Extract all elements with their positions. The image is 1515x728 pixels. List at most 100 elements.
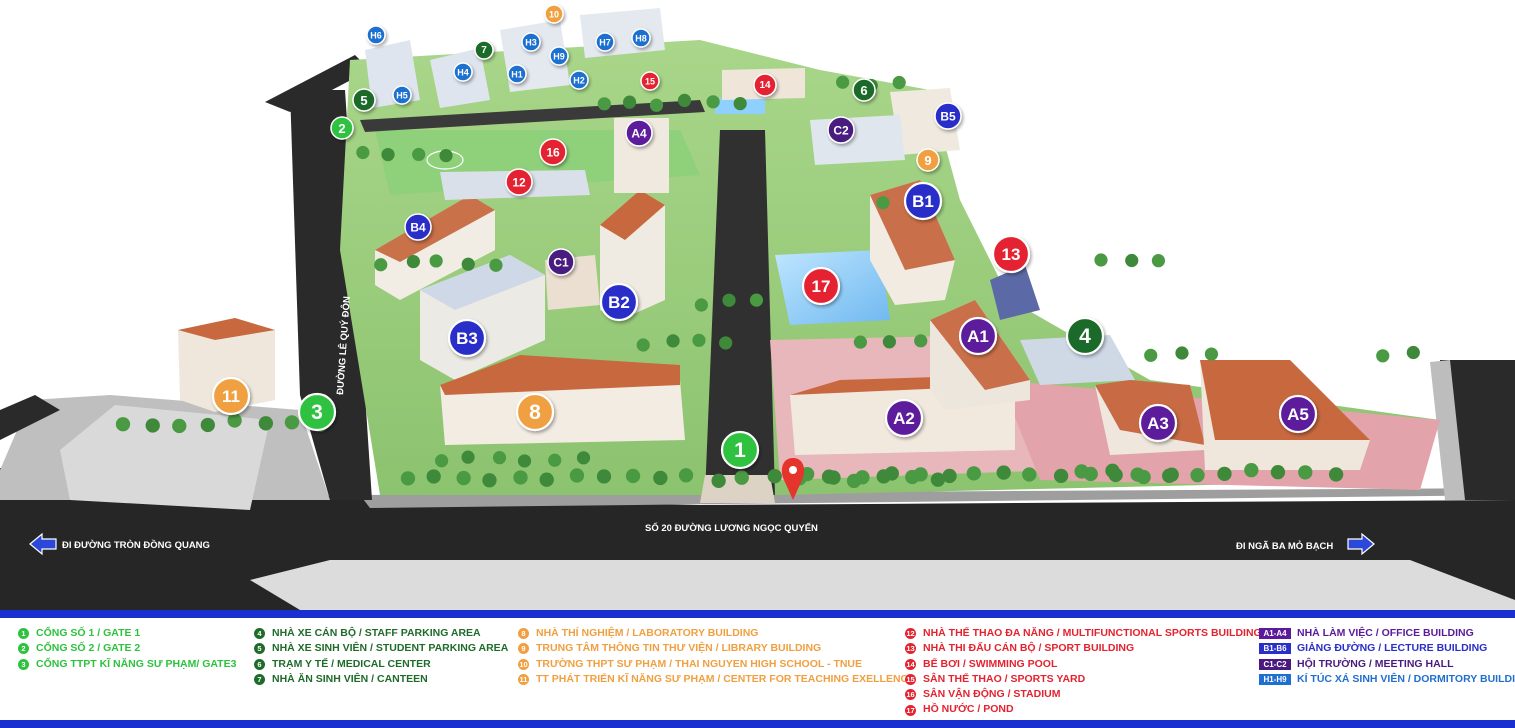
map-marker-3[interactable]: 3 bbox=[297, 392, 337, 432]
legend-text: TRUNG TÂM THÔNG TIN THƯ VIỆN / LIBRARY B… bbox=[536, 642, 822, 655]
tree bbox=[576, 451, 591, 465]
map-marker-a4[interactable]: A4 bbox=[625, 119, 653, 147]
legend-text: KÍ TÚC XÁ SINH VIÊN / DORMITORY BUILDING bbox=[1297, 672, 1515, 685]
legend-tag: A1-A4 bbox=[1259, 628, 1291, 640]
map-marker-5[interactable]: 5 bbox=[352, 88, 376, 112]
tree bbox=[517, 454, 532, 468]
map-marker-b3[interactable]: B3 bbox=[447, 318, 487, 358]
map-marker-13[interactable]: 13 bbox=[991, 234, 1031, 274]
map-marker-9[interactable]: 9 bbox=[916, 148, 940, 172]
marker-circle bbox=[352, 88, 376, 112]
tree bbox=[597, 97, 611, 111]
map-marker-h3[interactable]: H3 bbox=[521, 32, 541, 52]
left-direction: ĐI ĐƯỜNG TRÒN ĐỒNG QUANG bbox=[29, 532, 210, 556]
tree bbox=[569, 468, 585, 483]
map-marker-c1[interactable]: C1 bbox=[547, 248, 575, 276]
sidewalk bbox=[360, 488, 1515, 508]
map-marker-b5[interactable]: B5 bbox=[934, 102, 962, 130]
legend-number-badge: 14 bbox=[905, 658, 916, 670]
marker-circle bbox=[453, 62, 473, 82]
marker-circle bbox=[852, 78, 876, 102]
marker-circle bbox=[507, 64, 527, 84]
map-marker-b4[interactable]: B4 bbox=[404, 213, 432, 241]
map-marker-11[interactable]: 11 bbox=[211, 376, 251, 416]
map-marker-h6[interactable]: H6 bbox=[366, 25, 386, 45]
marker-circle bbox=[827, 116, 855, 144]
map-marker-h2[interactable]: H2 bbox=[569, 70, 589, 90]
map-marker-b2[interactable]: B2 bbox=[599, 282, 639, 322]
marker-circle bbox=[474, 40, 494, 60]
map-marker-h9[interactable]: H9 bbox=[549, 46, 569, 66]
tree bbox=[406, 254, 420, 269]
map-marker-a2[interactable]: A2 bbox=[884, 398, 924, 438]
legend-text: HỒ NƯỚC / POND bbox=[923, 703, 1014, 716]
tree bbox=[1105, 463, 1120, 478]
tree bbox=[439, 148, 453, 163]
marker-circle bbox=[366, 25, 386, 45]
marker-circle bbox=[631, 28, 651, 48]
map-marker-c2[interactable]: C2 bbox=[827, 116, 855, 144]
legend-text: TRƯỜNG THPT SƯ PHẠM / THAI NGUYEN HIGH S… bbox=[536, 657, 863, 670]
map-marker-a1[interactable]: A1 bbox=[958, 316, 998, 356]
map-marker-10[interactable]: 10 bbox=[544, 4, 564, 24]
map-marker-6[interactable]: 6 bbox=[852, 78, 876, 102]
map-marker-a3[interactable]: A3 bbox=[1138, 403, 1178, 443]
map-marker-h1[interactable]: H1 bbox=[507, 64, 527, 84]
map-marker-h8[interactable]: H8 bbox=[631, 28, 651, 48]
map-marker-7[interactable]: 7 bbox=[474, 40, 494, 60]
map-marker-h4[interactable]: H4 bbox=[453, 62, 473, 82]
legend-number-badge: 5 bbox=[254, 643, 265, 655]
map-marker-1[interactable]: 1 bbox=[720, 430, 760, 470]
marker-circle bbox=[549, 46, 569, 66]
tree bbox=[412, 147, 426, 162]
marker-label: 13 bbox=[1002, 245, 1021, 264]
campus-map[interactable]: SỐ 20 ĐƯỜNG LƯƠNG NGỌC QUYẾN ĐƯỜNG LÊ QU… bbox=[0, 0, 1515, 610]
legend-number-badge: 6 bbox=[254, 658, 265, 670]
marker-circle bbox=[1065, 316, 1105, 356]
map-marker-17[interactable]: 17 bbox=[801, 266, 841, 306]
map-marker-h7[interactable]: H7 bbox=[595, 32, 615, 52]
left-parking bbox=[60, 405, 270, 510]
marker-label: H7 bbox=[599, 38, 611, 48]
marker-label: B1 bbox=[912, 192, 934, 211]
tree bbox=[1151, 254, 1166, 268]
map-marker-a5[interactable]: A5 bbox=[1278, 394, 1318, 434]
legend-text: NHÀ THỂ THAO ĐA NĂNG / MULTIFUNCTIONAL S… bbox=[923, 627, 1262, 639]
tree bbox=[1204, 347, 1219, 361]
upper-road bbox=[360, 100, 705, 132]
map-marker-15[interactable]: 15 bbox=[640, 71, 660, 91]
legend-tag: B1-B6 bbox=[1259, 643, 1291, 655]
tree bbox=[623, 95, 637, 109]
marker-circle bbox=[640, 71, 660, 91]
legend-text: CỔNG TTPT KĨ NĂNG SƯ PHẠM/ GATE3 bbox=[36, 657, 237, 670]
map-marker-12[interactable]: 12 bbox=[505, 168, 533, 196]
map-marker-2[interactable]: 2 bbox=[330, 116, 354, 140]
marker-circle bbox=[447, 318, 487, 358]
map-marker-8[interactable]: 8 bbox=[515, 392, 555, 432]
marker-circle bbox=[211, 376, 251, 416]
marker-label: H6 bbox=[370, 31, 382, 41]
map-marker-b1[interactable]: B1 bbox=[903, 181, 943, 221]
tree bbox=[966, 466, 981, 481]
marker-label: 17 bbox=[812, 277, 831, 296]
legend-text: NHÀ XE SINH VIÊN / STUDENT PARKING AREA bbox=[272, 642, 509, 655]
marker-circle bbox=[547, 248, 575, 276]
legend-number-badge: 9 bbox=[518, 643, 529, 655]
campus-map-canvas[interactable]: SỐ 20 ĐƯỜNG LƯƠNG NGỌC QUYẾN ĐƯỜNG LÊ QU… bbox=[0, 0, 1515, 610]
legend-text: NHÀ XE CÁN BỘ / STAFF PARKING AREA bbox=[272, 627, 481, 639]
legend-number-badge: 1 bbox=[18, 628, 29, 640]
map-marker-16[interactable]: 16 bbox=[539, 138, 567, 166]
map-marker-14[interactable]: 14 bbox=[753, 73, 777, 97]
marker-label: 16 bbox=[546, 146, 560, 160]
map-marker-h5[interactable]: H5 bbox=[392, 85, 412, 105]
legend-text: TRẠM Y TẾ / MEDICAL CENTER bbox=[272, 657, 431, 670]
tree bbox=[1270, 464, 1286, 480]
legend-tag: C1-C2 bbox=[1259, 658, 1291, 670]
map-marker-4[interactable]: 4 bbox=[1065, 316, 1105, 356]
marker-circle bbox=[884, 398, 924, 438]
